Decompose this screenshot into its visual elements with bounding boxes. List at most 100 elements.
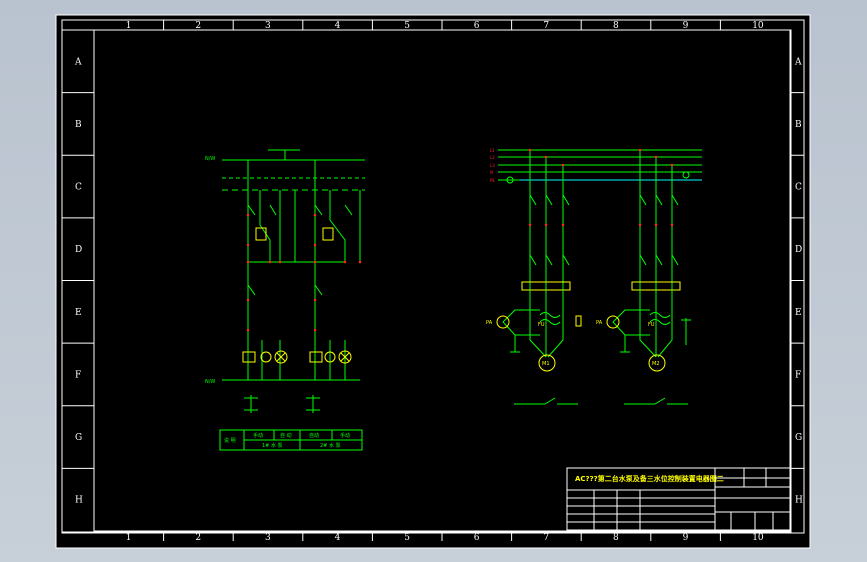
right-device-text: M1 M2 PA PA FU FU [486,320,660,367]
col-label-bottom-5: 5 [404,533,410,543]
col-label-top-8: 8 [613,21,619,31]
row-label-left-G: G [75,433,82,443]
col-label-bottom-2: 2 [195,533,201,543]
fuse-2-label: FU [648,322,655,328]
bus-label-l2: L2 [490,155,495,160]
row-label-right-F: F [795,370,801,380]
right-power-circuit [498,149,702,405]
left-node-2 [246,260,250,264]
col-label-top-10: 10 [752,21,764,31]
left-bus-bottom-label: N/W [205,379,215,385]
bus-label-l1: L1 [490,148,495,153]
right-node-3 [638,148,642,152]
row-label-right-C: C [795,183,802,193]
row-label-right-E: E [795,308,802,318]
legend-cell-0: 说 明 [224,437,236,444]
right-node-2 [561,163,565,167]
title-block [566,467,792,531]
col-label-top-3: 3 [265,21,271,31]
left-node-5 [313,213,317,217]
legend-cell-6: 2# 水 泵 [320,442,341,449]
right-node-7 [544,223,548,227]
col-label-bottom-4: 4 [335,533,341,543]
col-label-bottom-8: 8 [613,533,619,543]
row-label-left-A: A [74,57,82,67]
right-node-5 [670,163,674,167]
left-node-0 [246,213,250,217]
right-node-11 [670,223,674,227]
right-node-9 [638,223,642,227]
row-label-left-C: C [75,183,82,193]
bus-label-n: N [490,170,493,175]
col-label-bottom-6: 6 [474,533,480,543]
motor-2-label: M2 [652,361,660,367]
zone-frame [61,19,805,534]
fuse-1-symbol [575,315,582,327]
row-label-left-E: E [75,308,82,318]
bus-label-pe: PE [490,178,495,183]
right-node-10 [654,223,658,227]
row-ticks [62,92,804,469]
row-label-left-D: D [75,245,82,255]
col-label-top-7: 7 [543,21,549,31]
row-label-right-D: D [795,245,802,255]
row-label-left-B: B [75,120,82,130]
right-node-labels [528,148,674,227]
left-node-7 [313,260,317,264]
legend-table-text: 说 明 手动 自 动 自动 手动 1# 水 泵 2# 水 泵 [224,432,350,449]
column-ticks [163,20,721,541]
right-node-6 [528,223,532,227]
left-node-6 [313,243,317,247]
column-labels-top: 1 2 3 4 5 6 7 8 9 10 [126,21,764,31]
col-label-bottom-1: 1 [126,533,132,543]
fuse-1-label: FU [538,322,545,328]
left-bus-top-label: N/W [205,156,215,162]
col-label-top-1: 1 [126,21,132,31]
left-node-1 [246,243,250,247]
sheet-background [55,14,811,549]
left-node-8 [313,298,317,302]
left-control-circuit [222,149,365,413]
legend-cell-4: 手动 [340,432,350,439]
legend-cell-1: 手动 [253,432,263,439]
row-label-right-B: B [795,120,802,130]
right-devices [496,315,666,372]
left-node-labels [246,213,362,332]
gauge-2-label: PA [596,320,603,326]
row-label-left-F: F [75,370,81,380]
row-label-left-H: H [75,496,83,506]
right-node-8 [561,223,565,227]
col-label-top-9: 9 [683,21,689,31]
left-node-9 [313,328,317,332]
ammeter-2-symbol [606,315,620,329]
row-label-right-A: A [794,57,802,67]
col-label-top-5: 5 [404,21,410,31]
ammeter-1-symbol [496,315,510,329]
right-bus-labels: L1 L2 L3 N PE [490,148,495,183]
col-label-bottom-3: 3 [265,533,271,543]
col-label-top-4: 4 [335,21,341,31]
legend-cell-3: 自动 [309,432,319,439]
col-label-top-6: 6 [474,21,480,31]
legend-table [219,429,363,451]
left-node-4 [246,328,250,332]
left-node-13 [358,260,362,264]
bus-label-l3: L3 [490,163,495,168]
motor-1-symbol [538,354,556,372]
drawing-title: AC???第二台水泵及备三水位控制装置电器图二 [575,474,724,483]
col-label-bottom-9: 9 [683,533,689,543]
left-node-3 [246,298,250,302]
col-label-bottom-7: 7 [543,533,549,543]
row-label-right-G: G [795,433,802,443]
legend-cell-5: 1# 水 泵 [262,442,283,449]
left-node-10 [268,260,272,264]
col-label-top-2: 2 [195,21,201,31]
left-node-11 [343,260,347,264]
gauge-1-label: PA [486,320,493,326]
legend-cell-2: 自 动 [280,432,292,439]
right-node-0 [528,148,532,152]
